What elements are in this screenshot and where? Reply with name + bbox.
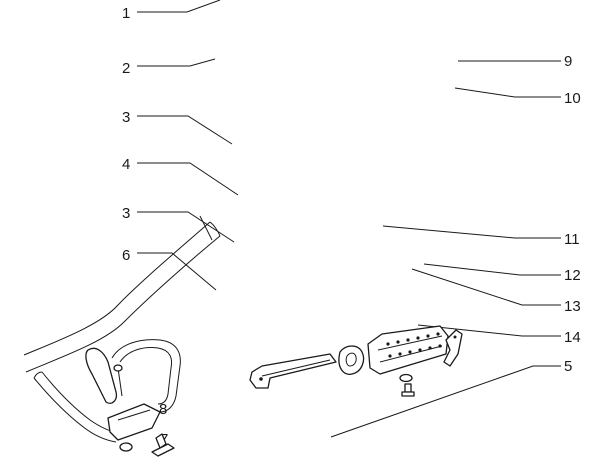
leader-line-3a [137,115,233,145]
callout-8: 8 [159,401,167,418]
stand-foot-plate-edge [117,409,151,421]
callout-label-5: 5 [564,358,572,375]
callout-6: 6 [122,247,217,291]
frame-tube-lower-edge [25,235,221,373]
callout-3a: 3 [122,109,233,145]
leader-line-2 [137,58,216,67]
callout-12: 12 [423,263,581,284]
leader-line-6 [137,252,217,291]
frame-tube-end [209,221,221,237]
callout-11: 11 [382,225,580,248]
clip-part [119,433,175,457]
lower-frame-end [33,371,43,379]
callout-label-11: 11 [564,231,580,248]
callout-label-2: 2 [122,60,130,77]
washer [119,442,133,452]
stand-bracket [85,339,181,441]
bolt-washer [399,373,413,383]
frame-tube-upper-edge [23,221,211,356]
footrest-bracket-edge [261,359,331,377]
callout-label-6: 6 [122,247,130,264]
footrest-pad-ridge-1 [377,335,443,351]
leader-line-5 [330,365,561,438]
bolt-assembly [399,373,415,397]
lower-frame-edge-a [33,377,117,443]
leader-line-12 [423,263,561,276]
leader-line-3b [137,211,235,243]
callout-14: 14 [417,324,581,346]
bolt-head [401,391,415,397]
leader-line-11 [382,225,561,239]
footrest-plate-body [443,329,463,367]
frame-tube-cut [199,215,213,241]
callout-13: 13 [411,268,581,315]
footrest-pad [367,325,449,375]
callout-4: 4 [122,156,239,196]
bolt-shank [404,383,412,393]
callout-label-3a: 3 [122,109,130,126]
callout-label-10: 10 [564,90,581,107]
callout-3b: 3 [122,205,235,243]
callout-label-14: 14 [564,329,581,346]
leader-line-4 [137,162,239,196]
callout-label-4: 4 [122,156,130,173]
clip-tab [155,433,167,449]
footrest-bracket-arm [249,353,337,389]
callout-label-3b: 3 [122,205,130,222]
footrest-bracket-hole [259,377,263,381]
callout-1: 1 [122,0,221,22]
callout-label-8: 8 [159,401,167,418]
rubber-ring [338,345,365,375]
rubber-ring-inner [345,352,357,367]
callout-2: 2 [122,58,216,77]
footrest-plate-hole [453,335,457,339]
callout-label-12: 12 [564,267,581,284]
stand-loop-inner [119,347,173,405]
leader-line-14 [417,324,561,337]
stand-bracket-arm [85,347,118,404]
leader-line-13 [411,268,561,306]
footrest-plate [443,329,463,367]
callout-label-1: 1 [122,5,130,22]
callout-label-13: 13 [564,298,581,315]
callout-9: 9 [458,53,572,70]
leader-line-10 [454,87,561,98]
callout-10: 10 [454,87,581,107]
footrest-pad-ridge-2 [379,345,443,363]
callout-5: 5 [330,358,572,438]
callout-label-9: 9 [564,53,572,70]
footrest-bracket [249,353,337,389]
frame-tube [23,215,221,373]
footrest-pad-studs [386,332,442,358]
stand-pin [117,367,123,397]
stand-loop-outer [111,339,181,413]
rubber-ring-outer [338,345,365,375]
footrest-pad-body [367,325,449,375]
stand-foot-plate [107,403,161,441]
leader-line-1 [137,0,221,13]
stand-pin-head [113,364,123,372]
